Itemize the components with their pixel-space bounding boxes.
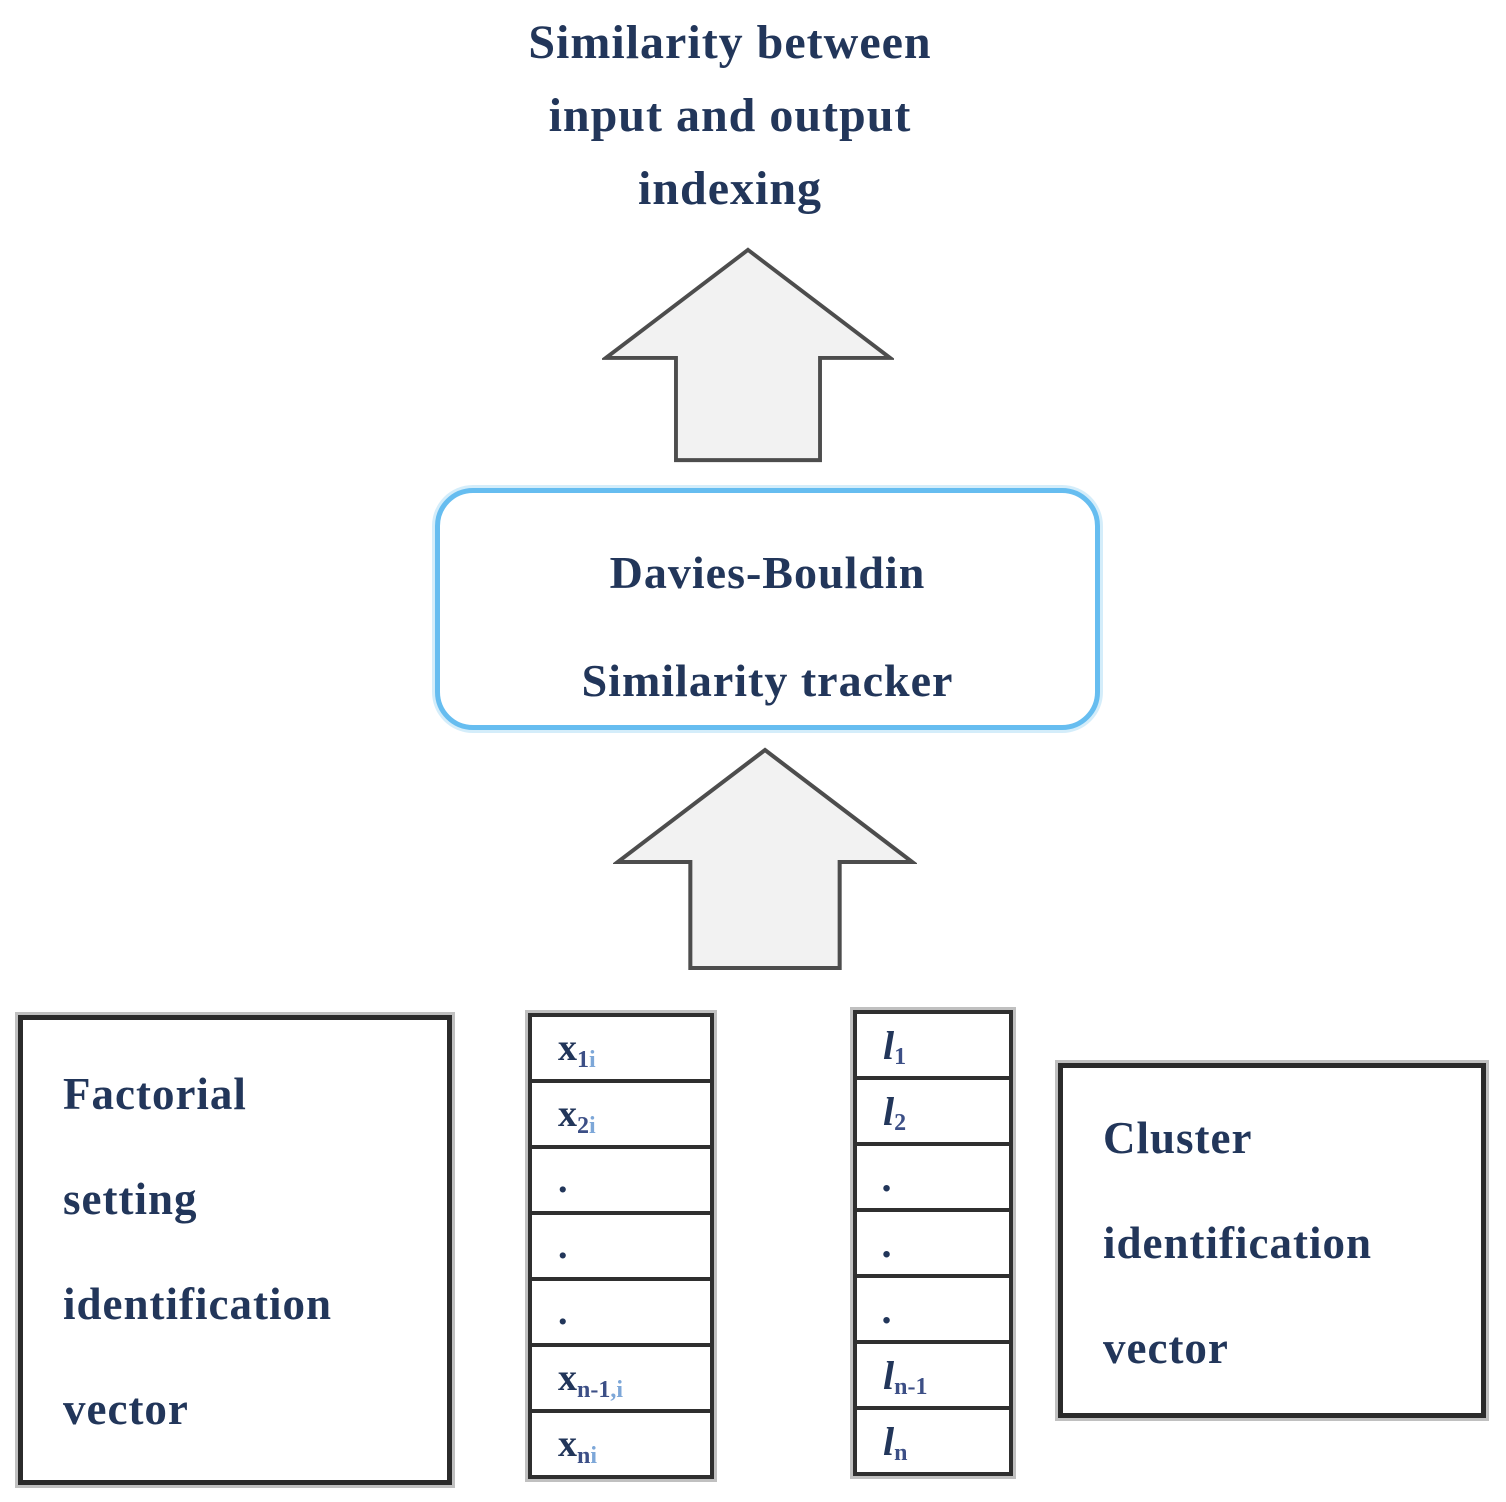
up-arrow-top bbox=[602, 247, 894, 463]
cell-subscript-light: i bbox=[589, 1112, 596, 1139]
cell-subscript: n-1 bbox=[577, 1376, 611, 1403]
x-vector-cell: . bbox=[532, 1215, 710, 1281]
cell-text: l bbox=[883, 1352, 895, 1398]
l-vector-cell: . bbox=[857, 1146, 1009, 1212]
cell-subscript-light: ,i bbox=[610, 1376, 624, 1403]
cell-subscript: 1 bbox=[894, 1043, 907, 1070]
cell-text: x bbox=[558, 1423, 577, 1465]
cell-text: . bbox=[558, 1225, 568, 1267]
title-line-3: indexing bbox=[637, 162, 823, 215]
davies-bouldin-tracker-box: Davies-Bouldin Similarity tracker bbox=[435, 488, 1100, 730]
cell-text: . bbox=[558, 1291, 568, 1333]
cell-subscript: 2 bbox=[894, 1109, 907, 1136]
title-line-2: input and output bbox=[548, 89, 912, 142]
cell-text: . bbox=[558, 1159, 568, 1201]
cell-text: x bbox=[558, 1093, 577, 1135]
cell-text: l bbox=[883, 1022, 895, 1068]
cluster-identification-vector-box: Cluster identification vector bbox=[1055, 1060, 1489, 1421]
cell-text: . bbox=[883, 1286, 893, 1332]
cell-subscript: n bbox=[577, 1442, 591, 1469]
cell-subscript: 1 bbox=[577, 1046, 589, 1073]
factorial-setting-identification-vector-box: Factorial setting identification vector bbox=[15, 1012, 455, 1488]
tracker-line-1: Davies-Bouldin bbox=[609, 547, 926, 598]
cell-subscript: n bbox=[894, 1439, 908, 1466]
title-line-1: Similarity between bbox=[528, 16, 932, 69]
diagram-title: Similarity between input and output inde… bbox=[320, 6, 1140, 225]
right-box-line-1: Cluster bbox=[1103, 1113, 1253, 1163]
l-vector-cell: . bbox=[857, 1278, 1009, 1344]
left-box-line-1: Factorial bbox=[63, 1069, 247, 1119]
cell-text: l bbox=[883, 1418, 895, 1464]
left-box-line-2: setting bbox=[63, 1174, 198, 1224]
cell-text: x bbox=[558, 1027, 577, 1069]
right-box-line-3: vector bbox=[1103, 1323, 1229, 1373]
left-box-line-4: vector bbox=[63, 1384, 189, 1434]
cell-subscript-light: i bbox=[590, 1442, 598, 1469]
left-box-line-3: identification bbox=[63, 1279, 332, 1329]
cell-text: . bbox=[883, 1220, 893, 1266]
up-arrow-bottom bbox=[613, 747, 917, 970]
right-box-line-2: identification bbox=[1103, 1218, 1372, 1268]
tracker-line-2: Similarity tracker bbox=[581, 655, 954, 706]
cell-text: l bbox=[883, 1088, 895, 1134]
cell-subscript: 2 bbox=[577, 1112, 589, 1139]
x-vector-cell: . bbox=[532, 1281, 710, 1347]
x-vector-cell: . bbox=[532, 1149, 710, 1215]
cell-text: x bbox=[558, 1357, 577, 1399]
cell-text: . bbox=[883, 1154, 893, 1200]
l-vector-cell: . bbox=[857, 1212, 1009, 1278]
cell-subscript-light: i bbox=[589, 1046, 596, 1073]
cell-subscript: n-1 bbox=[894, 1373, 928, 1400]
